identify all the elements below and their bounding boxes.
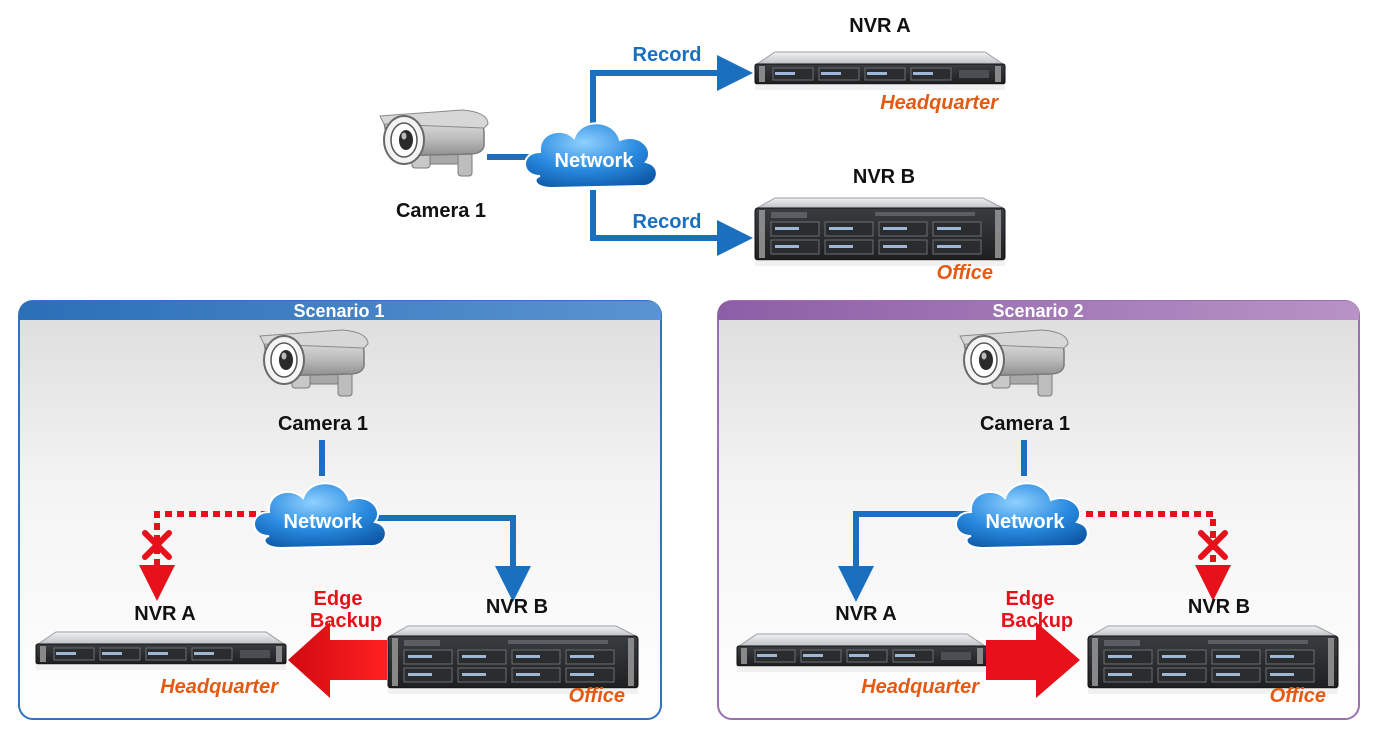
scenario1-panel: Scenario 1 Camera 1 Network NVR A Headqu… (18, 300, 662, 720)
scenario2-failed-link (1074, 511, 1231, 601)
scenario1-edge-label: Edge (314, 588, 363, 610)
nvr-1u-icon (35, 631, 287, 671)
network-label: Network (555, 150, 635, 172)
scenario2-nvr-a-location: Headquarter (861, 676, 980, 698)
record-link-nvr-a (590, 55, 753, 128)
scenario1-nvr-b-location: Office (569, 685, 625, 707)
nvr-b-name: NVR B (853, 166, 915, 188)
scenario2-edge-backup-arrow (986, 622, 1080, 698)
scenario2-nvr-b-name: NVR B (1188, 596, 1250, 618)
scenario1-failed-link (139, 511, 268, 601)
camera-label: Camera 1 (396, 200, 486, 222)
nvr-a-name: NVR A (849, 15, 910, 37)
scenario1-backup-label: Backup (310, 610, 382, 632)
scenario1-nvr-a-location: Headquarter (160, 676, 279, 698)
record-label-bottom: Record (633, 211, 702, 233)
scenario2-network-label: Network (986, 511, 1066, 533)
scenario1-network-label: Network (284, 511, 364, 533)
nvr-1u-icon (736, 633, 988, 673)
nvr-1u-icon (754, 51, 1006, 91)
scenario1-nvr-b-name: NVR B (486, 596, 548, 618)
record-label-top: Record (633, 44, 702, 66)
scenario2-edge-label: Edge (1006, 588, 1055, 610)
scenario2-nvr-b-location: Office (1270, 685, 1326, 707)
nvr-a-location: Headquarter (880, 92, 999, 114)
nvr-b-location: Office (937, 262, 993, 284)
scenario2-nvr-a-name: NVR A (835, 603, 896, 625)
top-diagram: Camera 1 Network Record Record NVR A Hea… (379, 15, 1006, 284)
record-link-nvr-b (590, 190, 753, 256)
scenario1-network-nvr-b-link (370, 515, 531, 602)
nvr-2u-icon (754, 197, 1006, 267)
nvr-2u-icon (1087, 625, 1339, 695)
scenario2-header (718, 301, 1359, 320)
scenario1-title: Scenario 1 (293, 301, 384, 321)
nvr-2u-icon (387, 625, 639, 695)
scenario1-nvr-a-name: NVR A (134, 603, 195, 625)
scenario2-backup-label: Backup (1001, 610, 1073, 632)
camera-icon (379, 109, 489, 177)
scenario2-panel: Scenario 2 Camera 1 Network NVR A Headqu… (717, 300, 1360, 720)
scenario1-header (19, 301, 661, 320)
scenario2-network-nvr-a-link (838, 511, 972, 602)
scenario2-title: Scenario 2 (992, 301, 1083, 321)
scenario1-camera-label: Camera 1 (278, 413, 368, 435)
scenario1-edge-backup-arrow (288, 622, 387, 698)
scenario2-camera-label: Camera 1 (980, 413, 1070, 435)
